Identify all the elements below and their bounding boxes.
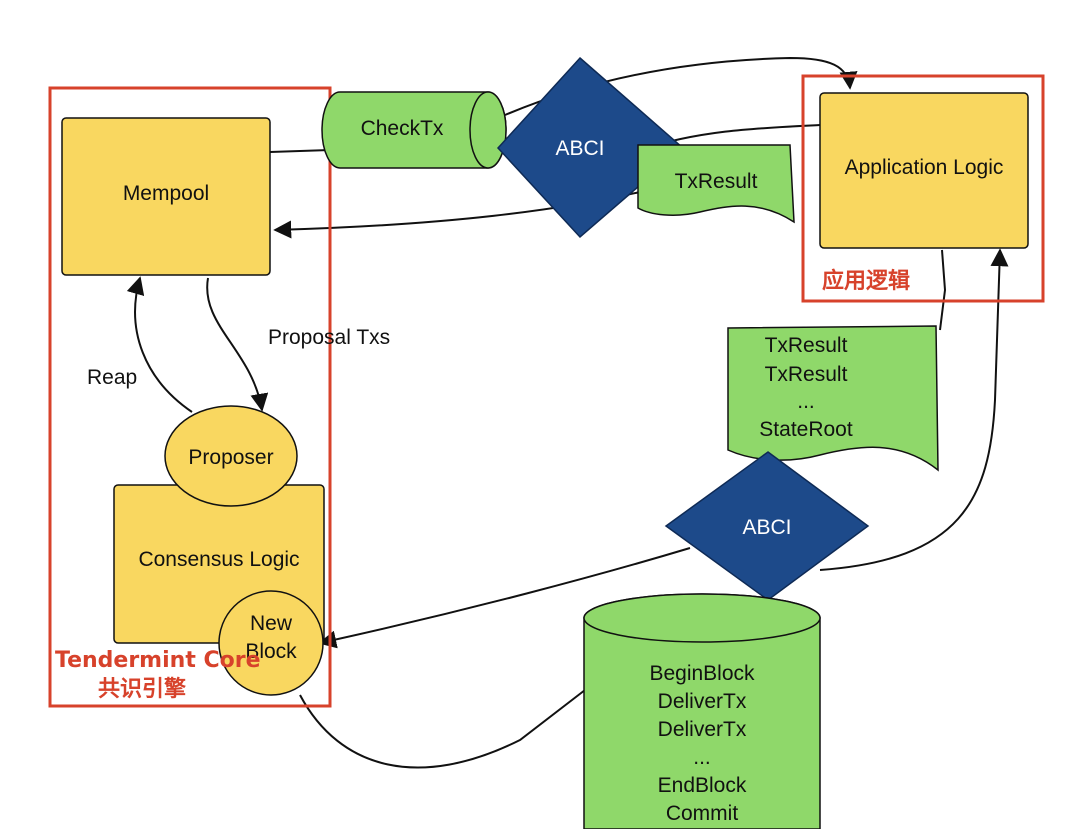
app-logic-zh-label: 应用逻辑: [822, 268, 910, 294]
tendermint-core-label: Tendermint Core: [55, 648, 261, 673]
block-cylinder: [583, 593, 821, 829]
consensus-logic-label: Consensus Logic: [138, 548, 299, 571]
edge-abci-to-app: [819, 248, 1009, 571]
abci-bottom-label: ABCI: [742, 516, 791, 539]
edge-newblock-to-cylinder: [299, 689, 586, 769]
new-block-label-line2: Block: [245, 640, 297, 663]
block-cylinder-line2: DeliverTx: [658, 690, 747, 713]
block-cylinder-line1: BeginBlock: [649, 662, 755, 685]
txresult-top-doc: [637, 144, 795, 224]
result-doc-line2: TxResult: [765, 363, 848, 386]
edge-mempool-to-proposer: [206, 277, 269, 412]
edge-app-to-result-doc: [939, 249, 947, 331]
block-cylinder-line6: Commit: [666, 802, 738, 825]
abci-top-diamond: [496, 56, 685, 239]
abci-top-label: ABCI: [555, 137, 604, 160]
mempool-label: Mempool: [123, 182, 209, 205]
new-block-circle: [218, 590, 324, 696]
tendermint-core-frame: [48, 86, 332, 708]
proposer-circle: [164, 405, 298, 507]
app-logic-frame: [801, 74, 1045, 303]
checktx-label: CheckTx: [361, 117, 444, 140]
application-logic-label: Application Logic: [845, 156, 1004, 179]
edge-abci-to-newblock: [318, 547, 691, 649]
mempool-box: [61, 117, 271, 276]
proposer-label: Proposer: [188, 446, 273, 469]
application-logic-box: [819, 92, 1029, 249]
txresult-top-label: TxResult: [675, 170, 758, 193]
proposal-txs-label: Proposal Txs: [268, 326, 390, 349]
result-doc-line4: StateRoot: [759, 418, 853, 441]
block-cylinder-line3: DeliverTx: [658, 718, 747, 741]
block-cylinder-line5: EndBlock: [658, 774, 747, 797]
result-doc: [727, 325, 939, 472]
edge-mempool-to-checktx: [269, 149, 331, 153]
block-cylinder-line4: ...: [693, 746, 711, 769]
tendermint-core-zh-label: 共识引擎: [98, 677, 186, 702]
new-block-label-line1: New: [250, 612, 293, 635]
reap-label: Reap: [87, 366, 137, 389]
result-doc-line1: TxResult: [765, 334, 848, 357]
result-doc-line3: ...: [797, 390, 815, 413]
checktx-cylinder: [321, 91, 507, 169]
edge-proposer-to-mempool: [126, 276, 193, 413]
